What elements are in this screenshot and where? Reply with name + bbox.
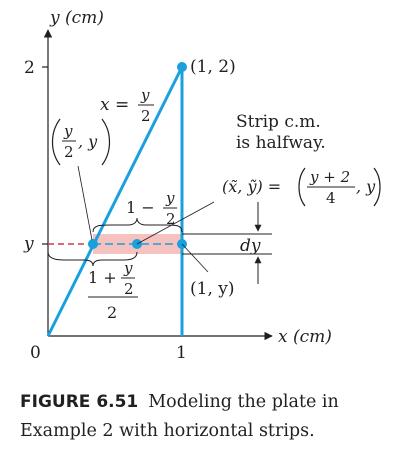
point-top (177, 62, 187, 72)
com-num: y + 2 (309, 168, 350, 186)
one-minus-prefix: 1 − (126, 198, 155, 217)
brace-lower (47, 251, 138, 267)
left-point-num: y (63, 122, 73, 140)
paren-left-point-close (101, 118, 111, 166)
leader-left-point (77, 165, 93, 241)
com-lhs: (x̃, ỹ) = (222, 177, 281, 196)
y-tick-label-y: y (23, 234, 34, 254)
one-minus-den: 2 (166, 210, 176, 228)
paren-com-close (373, 167, 381, 207)
caption-label: FIGURE 6.51 (20, 392, 139, 412)
y-axis-title: y (cm) (49, 8, 104, 28)
paren-left-point-open (51, 118, 61, 166)
x-axis-title: x (cm) (278, 327, 332, 347)
caption-text: Modeling the plate in Example 2 with hor… (20, 392, 339, 441)
one-plus-prefix: 1 + (88, 268, 117, 287)
point-left (88, 239, 98, 249)
right-point-label: (1, y) (190, 279, 235, 299)
line-eq-num: y (140, 86, 150, 104)
paren-com-open (298, 167, 306, 207)
brace-upper (92, 217, 183, 233)
note-line-2: is halfway. (236, 133, 326, 153)
one-plus-inner-den: 2 (124, 280, 134, 298)
x-tick-label-0: 0 (30, 343, 41, 363)
y-tick-label-2: 2 (24, 58, 35, 78)
leader-right-point (181, 243, 209, 273)
one-plus-outer-den: 2 (107, 303, 117, 322)
x-tick-label-1: 1 (176, 343, 187, 363)
line-eq-den: 2 (141, 107, 151, 125)
note-line-1: Strip c.m. (236, 112, 321, 132)
com-den: 4 (326, 189, 336, 207)
dy-label: dy (240, 236, 261, 256)
one-plus-num: y (123, 259, 133, 277)
line-x-equals-y-over-2 (46, 66, 184, 337)
left-point-den: 2 (64, 143, 74, 161)
com-close: , y (356, 177, 376, 196)
left-point-close: , y (78, 132, 98, 151)
leader-com-point (136, 201, 215, 245)
line-eq-lhs: x = (100, 95, 129, 115)
one-minus-num: y (165, 189, 175, 207)
figure-diagram: y (cm) x (cm) 2 y 0 1 (1, 2) x = y 2 y 2… (23, 8, 381, 363)
top-point-label: (1, 2) (190, 57, 236, 77)
